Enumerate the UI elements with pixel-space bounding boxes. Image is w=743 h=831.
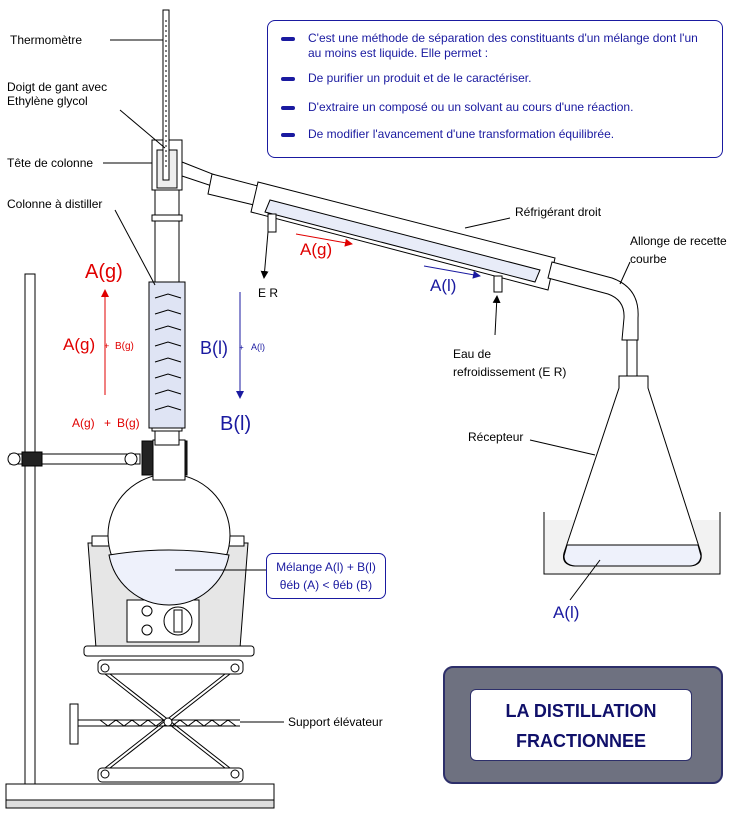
info-text-intro: C'est une méthode de séparation des cons… [308,31,698,60]
label-receiver: Récepteur [468,430,523,444]
phase-bl-mid: B(l) [200,338,228,358]
title-card: LA DISTILLATION FRACTIONNEE [470,689,692,761]
label-column-head: Tête de colonne [7,156,93,170]
phase-plus-blue: + [239,343,244,352]
phase-bg-low: B(g) [117,416,140,430]
info-text-extract: D'extraire un composé ou un solvant au c… [308,100,634,114]
phase-al-mid: A(l) [251,342,265,352]
mixture-line-2: θéb (A) < θéb (B) [279,578,373,592]
phase-ag-top: A(g) [85,261,123,283]
label-condenser: Réfrigérant droit [515,205,602,219]
info-item: De modifier l'avancement d'une transform… [281,127,702,142]
title-line-1: LA DISTILLATION [505,701,657,721]
phase-ag-condenser: A(g) [300,240,332,259]
phase-ag-low: A(g) [72,416,95,430]
bullet-icon [281,77,295,81]
phase-plus-low: + [104,416,111,430]
lab-jack [69,659,244,783]
receiver-flask [543,375,721,575]
lab-stand [5,273,275,809]
title-line-2: FRACTIONNEE [516,731,646,751]
phase-al-receiver: A(l) [553,603,579,622]
info-text-equilibrium: De modifier l'avancement d'une transform… [308,127,615,141]
info-item: De purifier un produit et de le caractér… [281,71,702,86]
vigreux-column [148,9,186,446]
phase-bl-bottom: B(l) [220,413,251,435]
label-adapter-1: Allonge de recette [630,234,727,248]
info-item: D'extraire un composé ou un solvant au c… [281,100,702,115]
mixture-box: Mélange A(l) + B(l) θéb (A) < θéb (B) [266,553,386,599]
gas-flow-arrow [295,233,353,247]
info-text-purify: De purifier un produit et de le caractér… [308,71,532,85]
phase-plus-mid: + [104,341,109,351]
mixture-line-1: Mélange A(l) + B(l) [276,560,376,574]
label-thermometer: Thermomètre [10,33,82,47]
label-finger-glove-1: Doigt de gant avec [7,80,107,94]
round-bottom-flask [107,439,231,606]
bullet-icon [281,133,295,137]
label-finger-glove-2: Ethylène glycol [7,94,88,108]
phase-al-condenser: A(l) [430,276,456,295]
bullet-icon [281,37,295,41]
phase-ag-mid: A(g) [63,335,95,354]
label-water-out: E R [258,286,278,300]
leader-lines [103,39,631,723]
title-panel: LA DISTILLATION FRACTIONNEE [443,666,723,784]
info-box: C'est une méthode de séparation des cons… [267,20,723,158]
label-adapter-2: courbe [630,252,667,266]
label-water-in-1: Eau de [453,347,491,361]
info-item: C'est une méthode de séparation des cons… [281,31,702,61]
label-water-in-2: refroidissement (E R) [453,365,566,379]
label-lift: Support élévateur [288,715,383,729]
phase-bg-mid: B(g) [115,341,134,352]
label-column: Colonne à distiller [7,197,102,211]
water-flow-arrow [423,265,481,279]
bullet-icon [281,106,295,110]
